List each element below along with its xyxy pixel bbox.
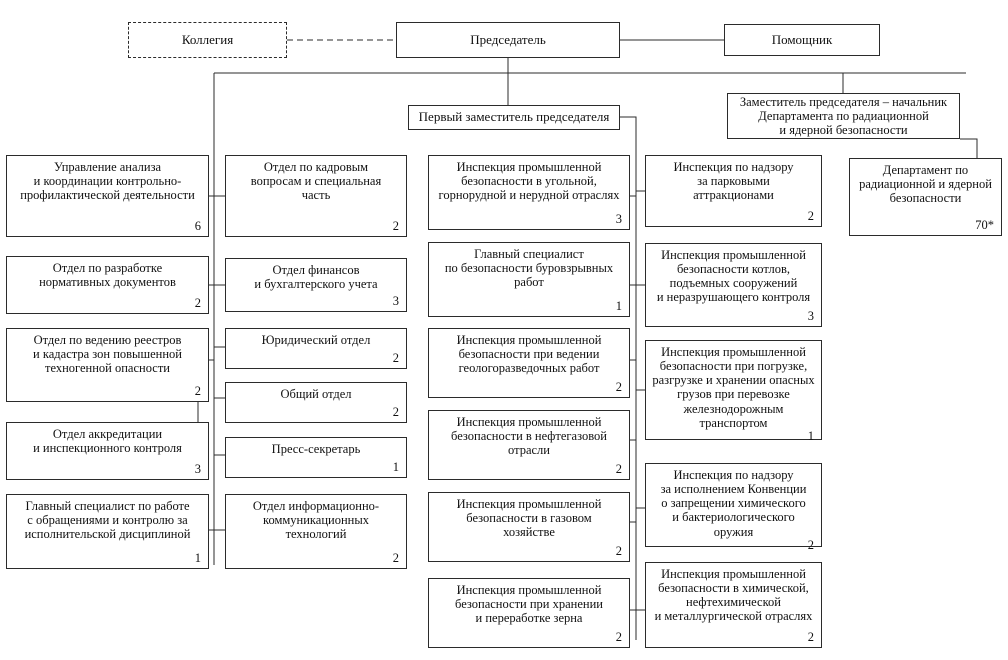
node-col2-5[interactable]: Отдел информационно- коммуникационных те…: [225, 494, 407, 569]
node-col2-3-count: 2: [392, 405, 399, 420]
node-col1-1-count: 2: [194, 296, 201, 311]
node-assistant-title: Помощник: [771, 31, 833, 47]
node-col2-0-count: 2: [392, 219, 399, 234]
node-col2-1-count: 3: [392, 294, 399, 309]
node-col1-1[interactable]: Отдел по разработке нормативных документ…: [6, 256, 209, 314]
node-col3-0[interactable]: Инспекция промышленной безопасности в уг…: [428, 155, 630, 230]
node-col3-3-count: 2: [615, 462, 622, 477]
node-col1-0[interactable]: Управление анализа и координации контрол…: [6, 155, 209, 237]
node-col3-5[interactable]: Инспекция промышленной безопасности при …: [428, 578, 630, 648]
node-col1-1-title: Отдел по разработке нормативных документ…: [39, 261, 176, 290]
node-col1-2-title: Отдел по ведению реестров и кадастра зон…: [33, 333, 182, 376]
node-col3-1[interactable]: Главный специалист по безопасности буров…: [428, 242, 630, 317]
node-col1-0-count: 6: [194, 219, 201, 234]
node-col4-1[interactable]: Инспекция промышленной безопасности котл…: [645, 243, 822, 327]
node-col2-5-count: 2: [392, 551, 399, 566]
node-col3-2[interactable]: Инспекция промышленной безопасности при …: [428, 328, 630, 398]
node-col4-2-title: Инспекция промышленной безопасности при …: [652, 345, 815, 430]
node-deputy-nuclear-title: Заместитель председателя – начальник Деп…: [739, 94, 948, 138]
node-col4-4-title: Инспекция промышленной безопасности в хи…: [654, 567, 813, 624]
node-col4-1-title: Инспекция промышленной безопасности котл…: [656, 248, 811, 305]
node-chairman[interactable]: Председатель: [396, 22, 620, 58]
node-col5-0-title: Департамент по радиационной и ядерной бе…: [859, 163, 992, 206]
node-col2-5-title: Отдел информационно- коммуникационных те…: [252, 499, 380, 542]
node-col2-1[interactable]: Отдел финансов и бухгалтерского учета 3: [225, 258, 407, 312]
node-assistant[interactable]: Помощник: [724, 24, 880, 56]
node-col3-1-title: Главный специалист по безопасности буров…: [444, 247, 614, 290]
node-col1-3-count: 3: [194, 462, 201, 477]
node-col4-1-count: 3: [807, 309, 814, 324]
node-col2-2[interactable]: Юридический отдел 2: [225, 328, 407, 369]
node-col2-2-count: 2: [392, 351, 399, 366]
node-col4-4[interactable]: Инспекция промышленной безопасности в хи…: [645, 562, 822, 648]
node-col1-4-count: 1: [194, 551, 201, 566]
node-col3-4-title: Инспекция промышленной безопасности в га…: [456, 497, 602, 540]
node-chairman-title: Председатель: [470, 31, 546, 47]
node-col5-0-count: 70*: [975, 218, 994, 233]
node-col1-3[interactable]: Отдел аккредитации и инспекционного конт…: [6, 422, 209, 480]
node-col2-4-count: 1: [392, 460, 399, 475]
node-col3-5-count: 2: [615, 630, 622, 645]
node-kollegia[interactable]: Коллегия: [128, 22, 287, 58]
node-col4-0-count: 2: [807, 209, 814, 224]
node-col2-2-title: Юридический отдел: [261, 333, 371, 347]
node-col4-4-count: 2: [807, 630, 814, 645]
wire-deputynuclear-department: [960, 138, 978, 158]
node-col1-4[interactable]: Главный специалист по работе с обращения…: [6, 494, 209, 569]
node-col2-0-title: Отдел по кадровым вопросам и специальная…: [250, 160, 382, 203]
node-col4-3-count: 2: [807, 537, 814, 552]
node-col4-2-count: 1: [807, 428, 814, 443]
node-col3-3-title: Инспекция промышленной безопасности в не…: [451, 415, 607, 458]
node-col4-0[interactable]: Инспекция по надзору за парковыми аттрак…: [645, 155, 822, 227]
node-kollegia-title: Коллегия: [181, 31, 234, 47]
node-col3-4-count: 2: [615, 544, 622, 559]
node-deputy-nuclear[interactable]: Заместитель председателя – начальник Деп…: [727, 93, 960, 139]
node-col2-3[interactable]: Общий отдел 2: [225, 382, 407, 423]
node-col2-4-title: Пресс-секретарь: [271, 442, 361, 456]
node-col4-3[interactable]: Инспекция по надзору за исполнением Конв…: [645, 463, 822, 551]
node-col3-4[interactable]: Инспекция промышленной безопасности в га…: [428, 492, 630, 562]
node-col2-0[interactable]: Отдел по кадровым вопросам и специальная…: [225, 155, 407, 237]
node-col1-2-count: 2: [194, 384, 201, 399]
node-col4-0-title: Инспекция по надзору за парковыми аттрак…: [673, 160, 794, 203]
node-col3-2-title: Инспекция промышленной безопасности при …: [456, 333, 602, 376]
node-col2-1-title: Отдел финансов и бухгалтерского учета: [254, 263, 378, 292]
node-col4-2[interactable]: Инспекция промышленной безопасности при …: [645, 340, 822, 443]
node-first-deputy-title: Первый заместитель председателя: [418, 109, 610, 125]
node-col3-3[interactable]: Инспекция промышленной безопасности в не…: [428, 410, 630, 480]
node-col1-3-title: Отдел аккредитации и инспекционного конт…: [33, 427, 182, 456]
node-col2-4[interactable]: Пресс-секретарь 1: [225, 437, 407, 478]
node-col3-2-count: 2: [615, 380, 622, 395]
node-col4-3-title: Инспекция по надзору за исполнением Конв…: [660, 468, 807, 539]
node-first-deputy[interactable]: Первый заместитель председателя: [408, 105, 620, 130]
node-col5-0[interactable]: Департамент по радиационной и ядерной бе…: [849, 158, 1002, 236]
node-col3-0-title: Инспекция промышленной безопасности в уг…: [438, 160, 620, 203]
node-col2-3-title: Общий отдел: [280, 387, 352, 401]
node-col1-4-title: Главный специалист по работе с обращения…: [24, 499, 191, 542]
node-col3-0-count: 3: [615, 212, 622, 227]
node-col1-0-title: Управление анализа и координации контрол…: [20, 160, 195, 203]
node-col3-5-title: Инспекция промышленной безопасности при …: [455, 583, 603, 626]
node-col3-1-count: 1: [615, 299, 622, 314]
node-col1-2[interactable]: Отдел по ведению реестров и кадастра зон…: [6, 328, 209, 402]
